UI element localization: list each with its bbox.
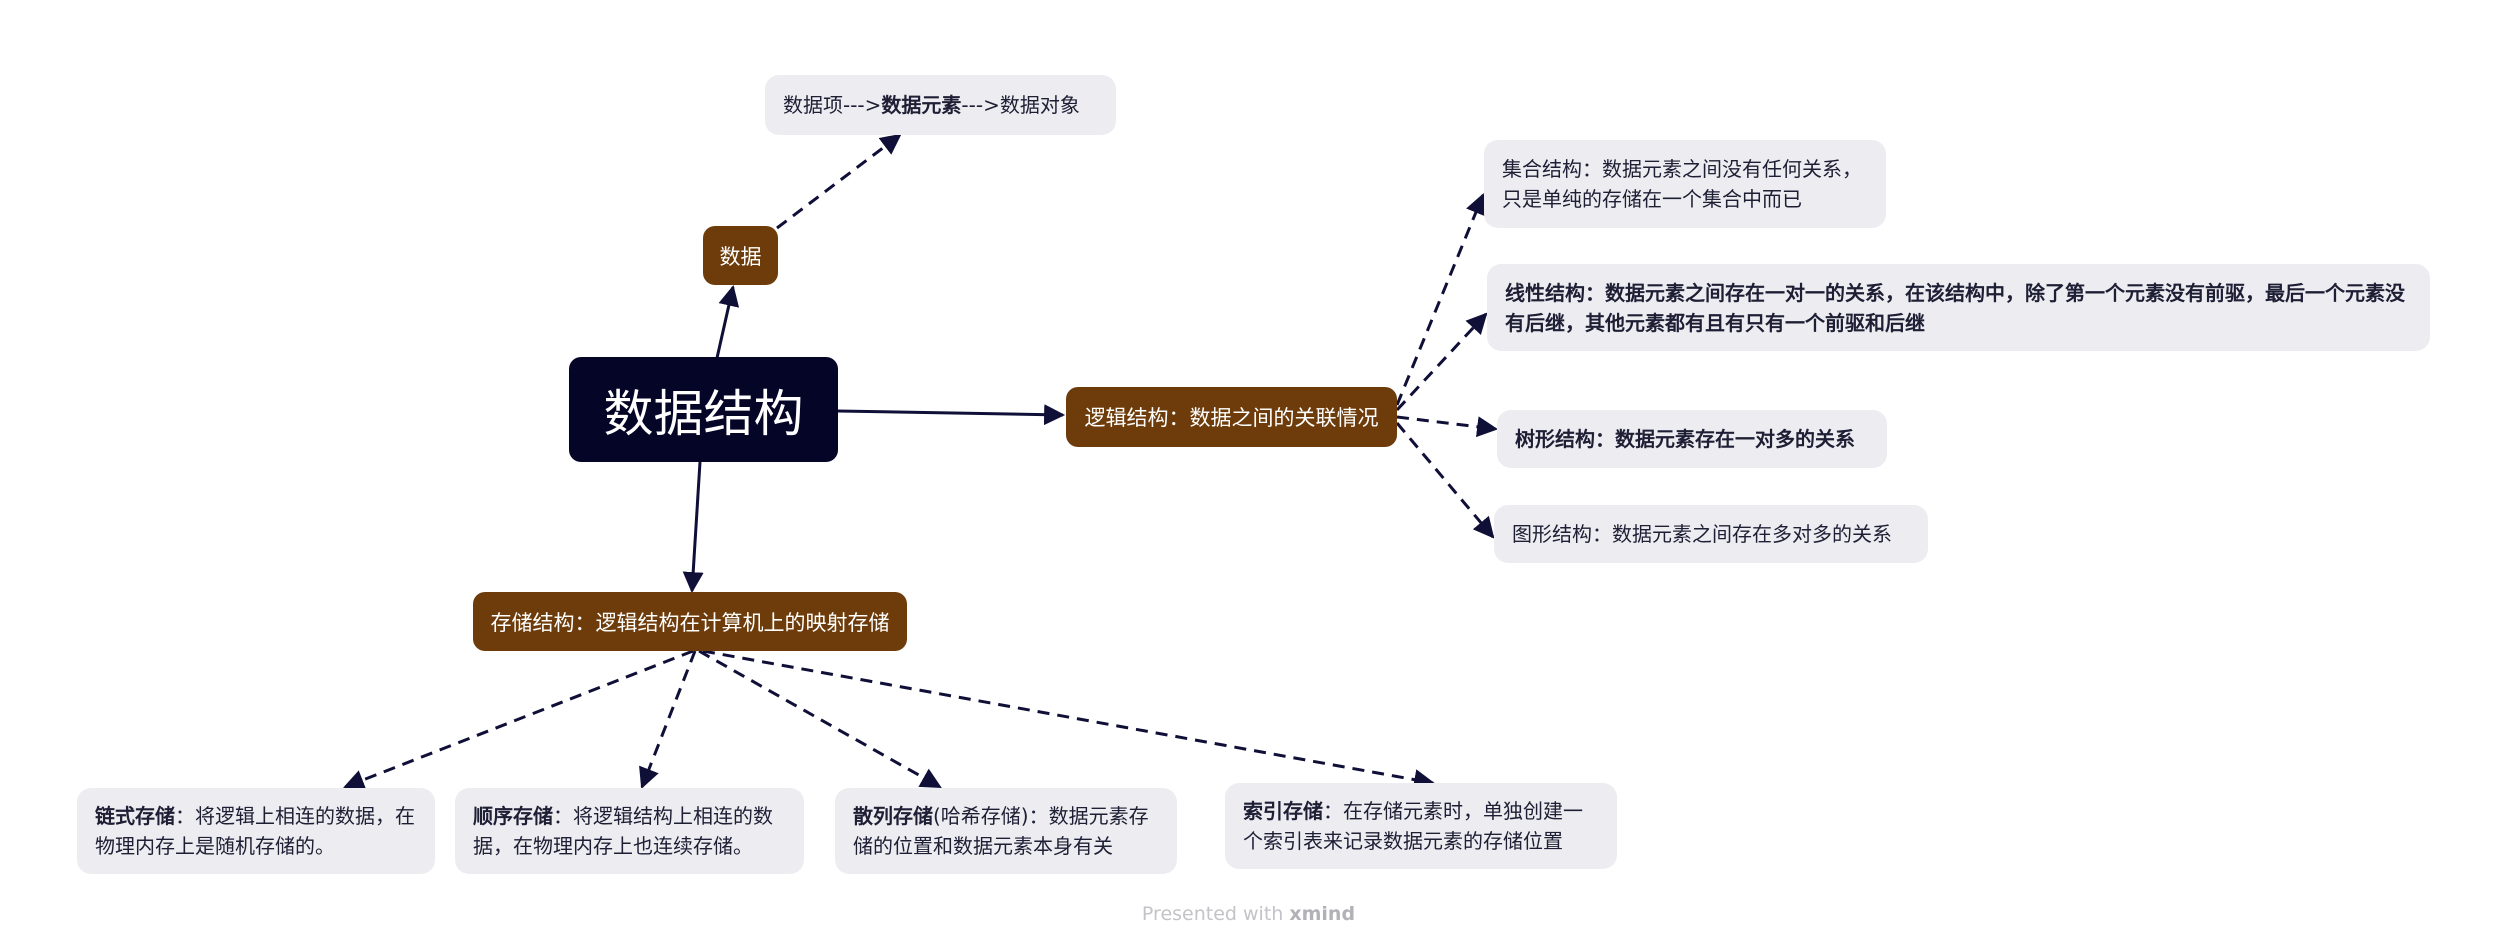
leaf-index-storage[interactable]: 索引存储：在存储元素时，单独创建一个索引表来记录数据元素的存储位置	[1225, 783, 1617, 869]
link-data-chain	[776, 133, 902, 230]
leaf-data-chain-part3: --->数据对象	[961, 93, 1080, 117]
leaf-hash-storage[interactable]: 散列存储(哈希存储)：数据元素存储的位置和数据元素本身有关	[835, 788, 1177, 874]
link-storage-hash	[698, 649, 942, 789]
leaf-hash-storage-title: 散列存储	[853, 804, 933, 828]
branch-logic-structure-label: 逻辑结构：数据之间的关联情况	[1084, 406, 1379, 430]
link-root-storage	[682, 461, 704, 594]
leaf-index-storage-text: ：在存储元素时，单独创建一个索引表来记录数据元素的存储位置	[1243, 799, 1583, 853]
branch-storage-structure-label: 存储结构：逻辑结构在计算机上的映射存储	[490, 610, 890, 635]
leaf-data-chain-part2: 数据元素	[881, 93, 962, 117]
leaf-sequential-storage-text: ：将逻辑结构上相连的数据，在物理内存上也连续存储。	[473, 804, 773, 858]
root-topic-label: 数据结构	[603, 384, 804, 443]
link-logic-linear	[1395, 312, 1488, 412]
link-root-data	[715, 284, 740, 359]
branch-logic-structure[interactable]: 逻辑结构：数据之间的关联情况	[1066, 387, 1397, 447]
link-root-logic	[837, 404, 1066, 426]
leaf-linked-storage-title: 链式存储	[95, 804, 175, 828]
leaf-data-chain-part1: 数据项--->	[783, 93, 882, 117]
leaf-graph-structure-text: 图形结构：数据元素之间存在多对多的关系	[1512, 522, 1892, 546]
leaf-linear-structure[interactable]: 线性结构：数据元素之间存在一对一的关系，在该结构中，除了第一个元素没有前驱，最后…	[1487, 264, 2430, 351]
leaf-set-structure[interactable]: 集合结构：数据元素之间没有任何关系，只是单纯的存储在一个集合中而已	[1484, 140, 1886, 228]
leaf-tree-structure-text: 树形结构：数据元素存在一对多的关系	[1515, 427, 1855, 451]
link-logic-tree	[1396, 415, 1499, 438]
footer-prefix: Presented with	[1141, 903, 1290, 925]
leaf-linear-structure-text: 线性结构：数据元素之间存在一对一的关系，在该结构中，除了第一个元素没有前驱，最后…	[1505, 280, 2405, 335]
link-logic-graph	[1395, 422, 1495, 539]
footer-watermark: Presented with xmind	[0, 903, 2497, 925]
footer-brand: xmind	[1289, 903, 1356, 925]
leaf-sequential-storage[interactable]: 顺序存储：将逻辑结构上相连的数据，在物理内存上也连续存储。	[455, 788, 804, 874]
leaf-linked-storage-text: ：将逻辑上相连的数据，在物理内存上是随机存储的。	[95, 804, 415, 858]
leaf-sequential-storage-title: 顺序存储	[473, 804, 553, 828]
leaf-tree-structure[interactable]: 树形结构：数据元素存在一对多的关系	[1497, 410, 1887, 468]
root-topic[interactable]: 数据结构	[569, 357, 838, 462]
leaf-set-structure-text: 集合结构：数据元素之间没有任何关系，只是单纯的存储在一个集合中而已	[1502, 157, 1862, 211]
branch-data[interactable]: 数据	[703, 226, 778, 285]
leaf-linked-storage[interactable]: 链式存储：将逻辑上相连的数据，在物理内存上是随机存储的。	[77, 788, 435, 874]
leaf-graph-structure[interactable]: 图形结构：数据元素之间存在多对多的关系	[1494, 505, 1928, 563]
link-storage-index	[702, 649, 1436, 790]
branch-data-label: 数据	[719, 244, 762, 269]
branch-storage-structure[interactable]: 存储结构：逻辑结构在计算机上的映射存储	[473, 592, 907, 651]
leaf-hash-storage-text: (哈希存储)：数据元素存储的位置和数据元素本身有关	[853, 804, 1149, 858]
leaf-index-storage-title: 索引存储	[1243, 799, 1323, 823]
link-logic-set	[1395, 193, 1486, 406]
leaf-data-chain[interactable]: 数据项--->数据元素--->数据对象	[765, 75, 1116, 135]
link-storage-sequential	[639, 650, 697, 789]
link-storage-linked	[343, 649, 694, 790]
